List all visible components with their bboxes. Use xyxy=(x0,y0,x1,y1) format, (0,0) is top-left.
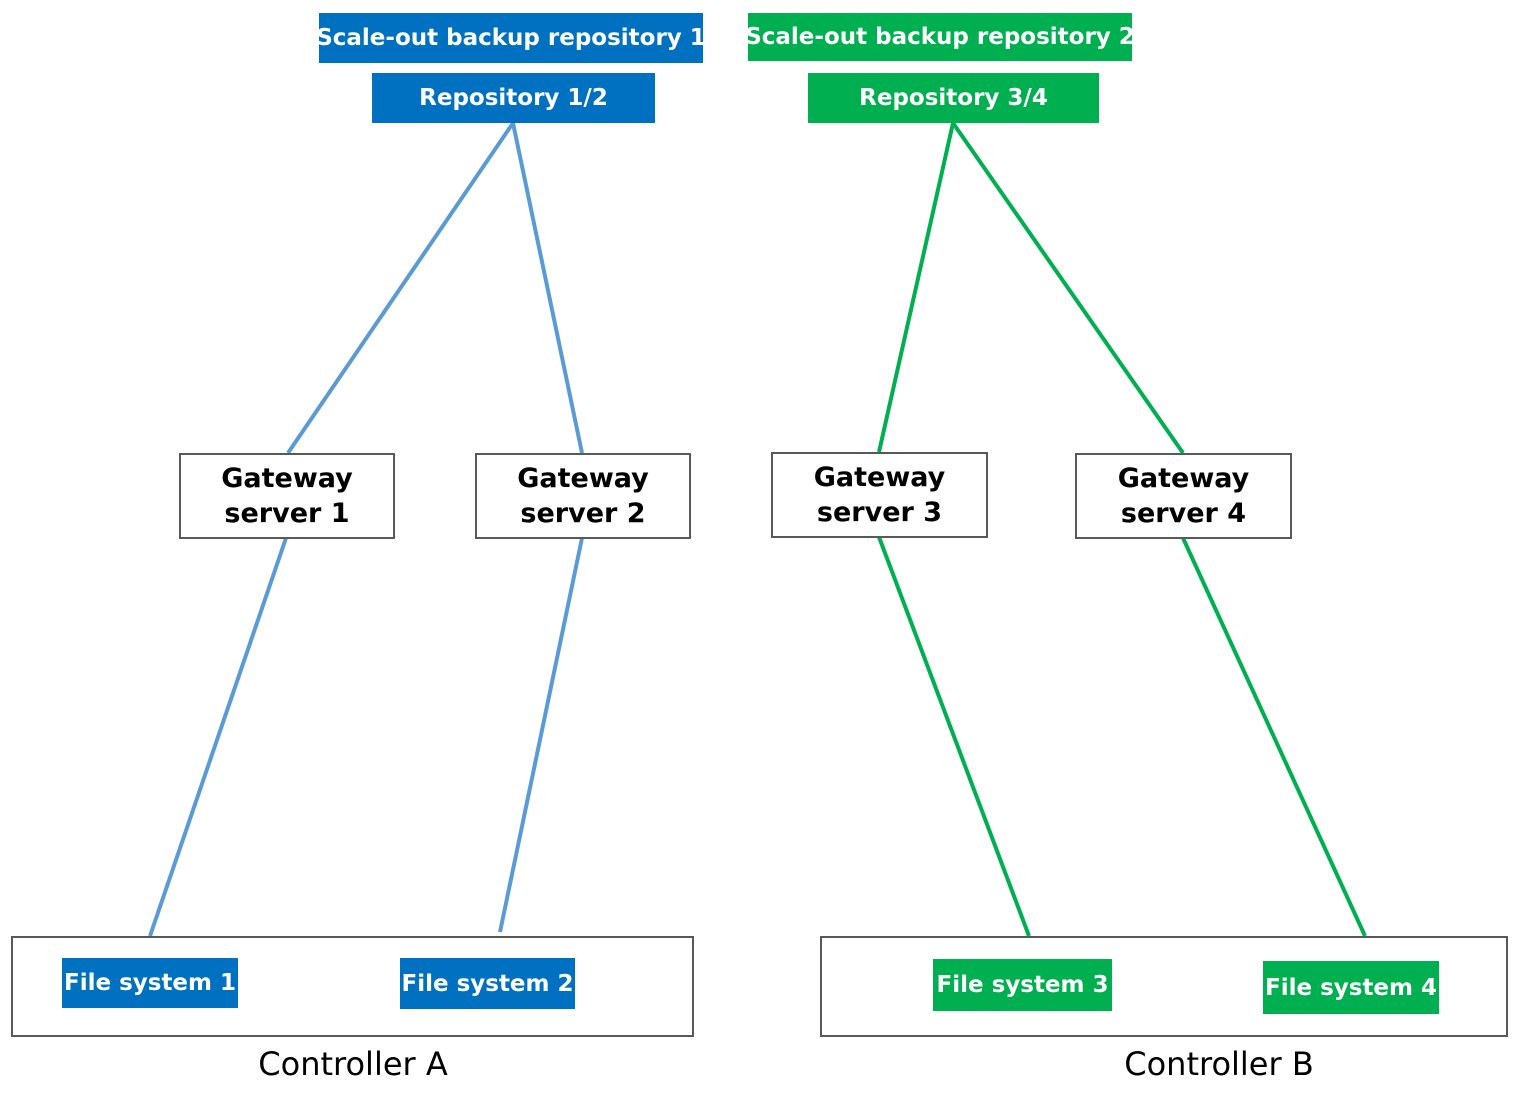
controller-a-label: Controller A xyxy=(258,1045,448,1083)
controller-b-label: Controller B xyxy=(1124,1045,1314,1083)
file-system-2: File system 2 xyxy=(400,958,575,1009)
gateway-server-2-line1: Gateway xyxy=(517,463,649,494)
repository-1-2: Repository 1/2 xyxy=(372,73,655,123)
scale-out-repository-2: Scale-out backup repository 2 xyxy=(745,13,1135,61)
file-system-2-label: File system 2 xyxy=(401,970,574,997)
connector-gateway2-filesystem2 xyxy=(498,537,584,933)
repository-1-2-label: Repository 1/2 xyxy=(419,85,608,111)
file-system-4-label: File system 4 xyxy=(1264,974,1438,1001)
connector-repo34-gateway3 xyxy=(877,122,955,453)
scale-out-repository-1-label: Scale-out backup repository 1 xyxy=(316,25,706,51)
gateway-server-2-line2: server 2 xyxy=(520,498,646,529)
repository-3-4-label: Repository 3/4 xyxy=(859,85,1048,111)
connector-repo34-gateway4 xyxy=(951,121,1185,455)
gateway-server-3-line1: Gateway xyxy=(813,462,946,493)
gateway-server-3-line2: server 3 xyxy=(816,497,943,528)
connector-gateway4-filesystem4 xyxy=(1181,537,1367,937)
scale-out-repository-2-label: Scale-out backup repository 2 xyxy=(745,24,1135,50)
connector-repo12-gateway1 xyxy=(286,121,515,455)
file-system-1: File system 1 xyxy=(62,958,238,1008)
gateway-server-1-line2: server 1 xyxy=(224,498,350,529)
scale-out-repository-1: Scale-out backup repository 1 xyxy=(316,13,706,63)
gateway-server-4-line1: Gateway xyxy=(1117,463,1250,494)
connector-gateway1-filesystem1 xyxy=(148,537,288,937)
gateway-server-4-line2: server 4 xyxy=(1120,498,1247,529)
gateway-server-4: Gateway server 4 xyxy=(1075,453,1292,539)
connector-repo12-gateway2 xyxy=(511,122,584,454)
connector-gateway3-filesystem3 xyxy=(877,536,1031,937)
file-system-3-label: File system 3 xyxy=(936,972,1109,998)
gateway-server-1-line1: Gateway xyxy=(221,463,353,494)
gateway-server-1: Gateway server 1 xyxy=(179,453,395,539)
file-system-3: File system 3 xyxy=(933,959,1112,1011)
file-system-1-label: File system 1 xyxy=(63,970,237,996)
gateway-server-2: Gateway server 2 xyxy=(475,453,691,539)
file-system-4: File system 4 xyxy=(1263,961,1439,1014)
gateway-server-3: Gateway server 3 xyxy=(771,452,988,538)
repository-3-4: Repository 3/4 xyxy=(808,73,1099,123)
